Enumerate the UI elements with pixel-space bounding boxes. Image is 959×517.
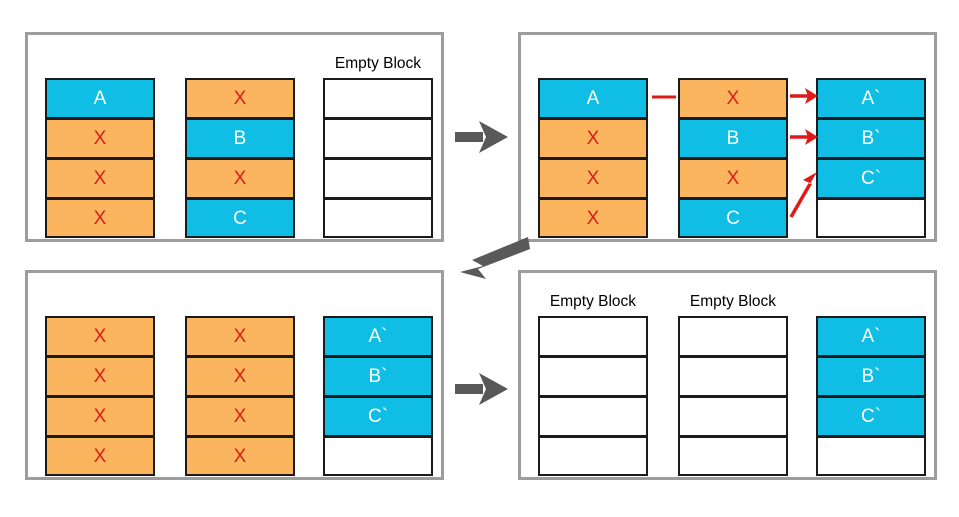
block-cell: X bbox=[45, 396, 155, 436]
panel-3-column-a: X X X X bbox=[45, 316, 155, 476]
block-cell: B bbox=[185, 118, 295, 158]
block-cell: A` bbox=[816, 316, 926, 356]
panel-3-column-c: A` B` C` bbox=[323, 316, 433, 476]
panel-2-column-c: A` B` C` bbox=[816, 78, 926, 238]
block-cell: X bbox=[45, 158, 155, 198]
block-cell: X bbox=[45, 436, 155, 476]
block-cell bbox=[323, 78, 433, 118]
flow-arrow-down-left-icon bbox=[440, 233, 532, 285]
block-cell: C` bbox=[816, 396, 926, 436]
block-cell: C bbox=[185, 198, 295, 238]
block-cell: C` bbox=[323, 396, 433, 436]
copy-arrow-a-icon bbox=[789, 85, 819, 107]
block-cell: X bbox=[538, 158, 648, 198]
block-cell: X bbox=[185, 316, 295, 356]
block-cell: A` bbox=[323, 316, 433, 356]
panel-1-column-a: A X X X bbox=[45, 78, 155, 238]
panel-2-column-a: A X X X bbox=[538, 78, 648, 238]
block-cell bbox=[323, 436, 433, 476]
block-cell: X bbox=[538, 198, 648, 238]
block-cell: X bbox=[45, 356, 155, 396]
block-cell: X bbox=[538, 118, 648, 158]
block-cell bbox=[678, 436, 788, 476]
panel-sources-invalidated-state: X X X X X X X X A` B` C` bbox=[25, 270, 444, 480]
block-cell: X bbox=[185, 396, 295, 436]
copy-arrow-c-icon bbox=[786, 170, 820, 220]
block-cell: X bbox=[185, 78, 295, 118]
panel-4-column-b: Empty Block bbox=[678, 293, 788, 476]
panel-2-column-b: X B X C bbox=[678, 78, 788, 238]
block-cell bbox=[816, 198, 926, 238]
block-cell: X bbox=[185, 356, 295, 396]
block-cell: X bbox=[678, 158, 788, 198]
empty-block-label: Empty Block bbox=[689, 293, 777, 310]
block-cell bbox=[323, 118, 433, 158]
block-cell bbox=[816, 436, 926, 476]
empty-block-label: Empty Block bbox=[334, 55, 422, 72]
panel-3-column-b: X X X X bbox=[185, 316, 295, 476]
block-cell: A bbox=[538, 78, 648, 118]
block-cell bbox=[678, 356, 788, 396]
block-cell: X bbox=[185, 436, 295, 476]
block-cell bbox=[538, 436, 648, 476]
block-cell: C bbox=[678, 198, 788, 238]
panel-4-column-a: Empty Block bbox=[538, 293, 648, 476]
block-cell: B` bbox=[323, 356, 433, 396]
block-cell bbox=[323, 198, 433, 238]
panel-1-column-b: X B X C bbox=[185, 78, 295, 238]
block-cell: X bbox=[678, 78, 788, 118]
block-cell bbox=[538, 396, 648, 436]
block-cell: A bbox=[45, 78, 155, 118]
block-cell: B` bbox=[816, 356, 926, 396]
panel-initial-state: A X X X X B X C Empty Block bbox=[25, 32, 444, 242]
block-cell: A` bbox=[816, 78, 926, 118]
block-cell bbox=[678, 396, 788, 436]
block-cell bbox=[538, 316, 648, 356]
block-cell bbox=[678, 316, 788, 356]
flow-arrow-right-icon bbox=[455, 118, 509, 156]
block-cell: B` bbox=[816, 118, 926, 158]
panel-1-column-c: Empty Block bbox=[323, 55, 433, 238]
block-cell bbox=[538, 356, 648, 396]
copy-line-a-icon bbox=[651, 90, 677, 102]
block-cell: X bbox=[45, 316, 155, 356]
block-cell: B bbox=[678, 118, 788, 158]
block-cell bbox=[323, 158, 433, 198]
copy-arrow-b-icon bbox=[789, 126, 819, 148]
panel-erased-state: Empty Block Empty Block A` B` C` bbox=[518, 270, 937, 480]
empty-block-label: Empty Block bbox=[549, 293, 637, 310]
panel-copy-valid-pages-state: A X X X X B X C A` B` C` bbox=[518, 32, 937, 242]
block-cell: C` bbox=[816, 158, 926, 198]
panel-4-column-c: A` B` C` bbox=[816, 316, 926, 476]
block-cell: X bbox=[45, 118, 155, 158]
block-cell: X bbox=[45, 198, 155, 238]
block-cell: X bbox=[185, 158, 295, 198]
flow-arrow-right-icon bbox=[455, 370, 509, 408]
